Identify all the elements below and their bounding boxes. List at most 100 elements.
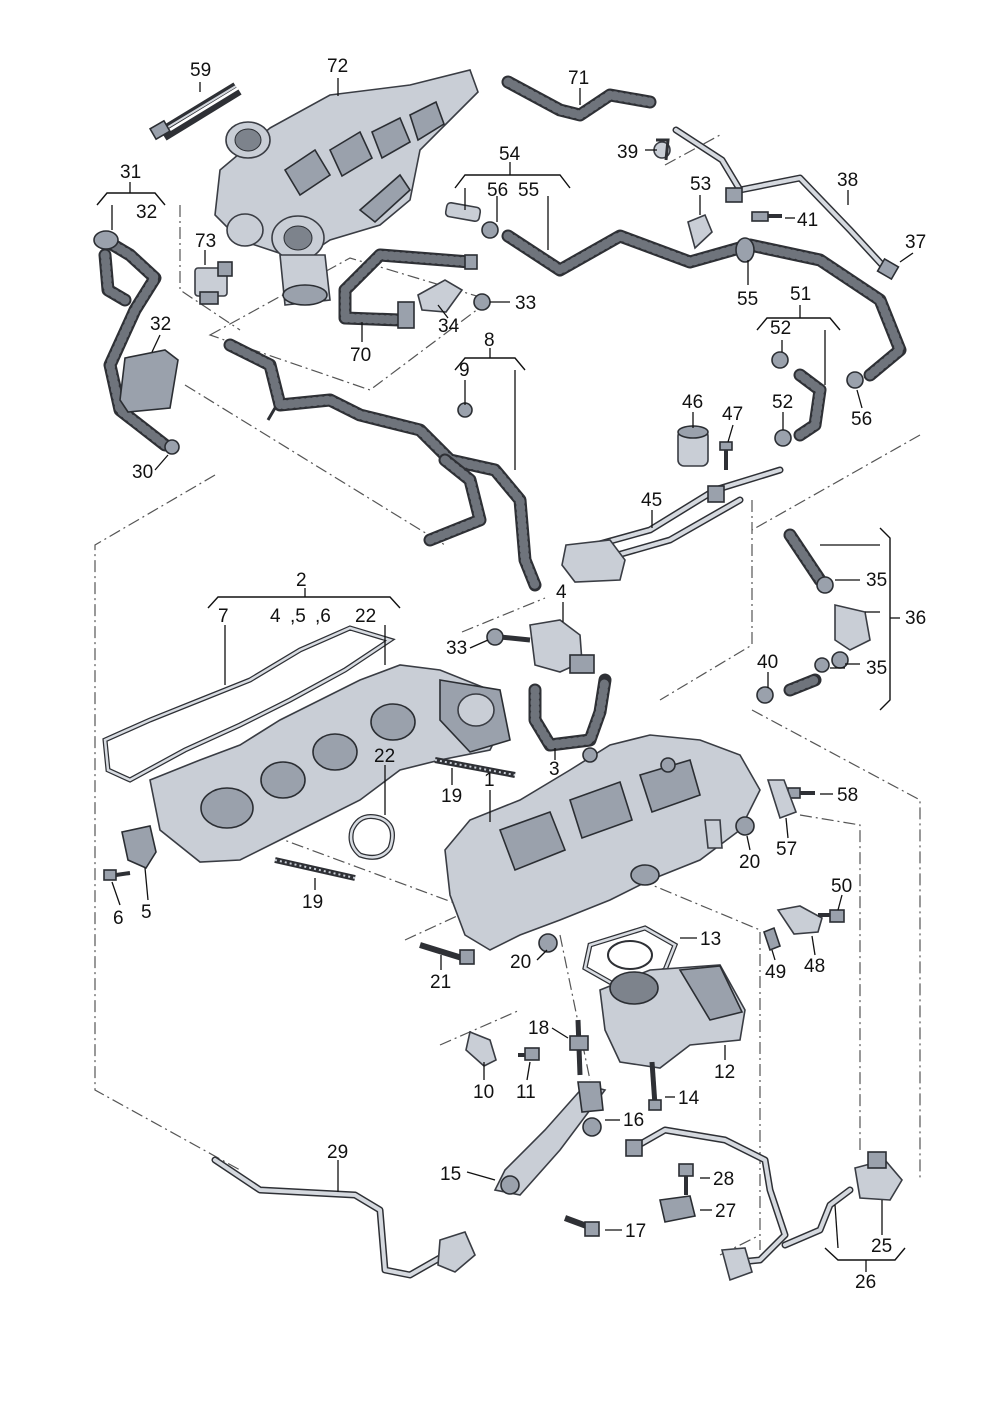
label-27: 27 bbox=[715, 1201, 736, 1222]
part-31-hose bbox=[93, 230, 180, 455]
label-28: 28 bbox=[713, 1169, 734, 1190]
label-21: 21 bbox=[430, 972, 451, 993]
label-5: 5 bbox=[141, 902, 152, 923]
label-22-group: 22 bbox=[355, 606, 376, 627]
label-9: 9 bbox=[459, 360, 470, 381]
part-48-sensor bbox=[776, 905, 823, 935]
label-4: 4 bbox=[556, 582, 567, 603]
label-41: 41 bbox=[797, 210, 818, 231]
part-15-bracket bbox=[493, 1081, 607, 1196]
part-32-bracket bbox=[119, 349, 179, 413]
label-59: 59 bbox=[190, 60, 211, 81]
label-26: 26 bbox=[855, 1272, 876, 1293]
label-6: 6 bbox=[113, 908, 124, 929]
label-46: 46 bbox=[682, 392, 703, 413]
part-2-intake-manifold bbox=[149, 664, 511, 863]
part-18-stud bbox=[569, 1019, 589, 1076]
part-19-stud bbox=[274, 757, 516, 881]
part-71-hose bbox=[501, 75, 657, 122]
part-7-gasket bbox=[102, 625, 396, 783]
label-25: 25 bbox=[871, 1236, 892, 1257]
label-38: 38 bbox=[837, 170, 858, 191]
part-11-bolt bbox=[518, 1047, 540, 1061]
label-35-bottom: 35 bbox=[866, 658, 887, 679]
part-34-valve bbox=[417, 279, 464, 313]
label-20-center: 20 bbox=[510, 952, 531, 973]
label-12: 12 bbox=[714, 1062, 735, 1083]
label-52-mid: 52 bbox=[772, 392, 793, 413]
label-70: 70 bbox=[350, 345, 371, 366]
label-57: 57 bbox=[776, 839, 797, 860]
part-47-bolt bbox=[719, 441, 733, 470]
label-73: 73 bbox=[195, 231, 216, 252]
label-10: 10 bbox=[473, 1082, 494, 1103]
part-55-clamp bbox=[735, 237, 755, 263]
callout-labels: 59 72 71 39 54 56 55 53 38 41 37 55 31 3… bbox=[113, 56, 926, 1293]
part-39-clamp bbox=[653, 138, 671, 161]
part-57-bracket bbox=[766, 779, 798, 820]
label-32-mid: 32 bbox=[150, 314, 171, 335]
label-72: 72 bbox=[327, 56, 348, 77]
label-36: 36 bbox=[905, 608, 926, 629]
label-3: 3 bbox=[549, 759, 560, 780]
part-16-nut bbox=[582, 1117, 602, 1137]
label-37: 37 bbox=[905, 232, 926, 253]
label-49: 49 bbox=[765, 962, 786, 983]
label-58: 58 bbox=[837, 785, 858, 806]
part-49-clip bbox=[763, 926, 781, 952]
part-5-sensor bbox=[121, 825, 157, 870]
label-40: 40 bbox=[757, 652, 778, 673]
part-59-clip bbox=[148, 82, 242, 141]
label-7: 7 bbox=[218, 606, 229, 627]
label-19-upper: 19 bbox=[441, 786, 462, 807]
label-8: 8 bbox=[484, 330, 495, 351]
label-30: 30 bbox=[132, 462, 153, 483]
label-48: 48 bbox=[804, 956, 825, 977]
part-6-bolt bbox=[103, 869, 131, 881]
label-39: 39 bbox=[617, 142, 638, 163]
part-28-bolt bbox=[678, 1163, 694, 1195]
part-51-hose bbox=[771, 351, 864, 447]
label-33-mid: 33 bbox=[446, 638, 467, 659]
part-17-bolt bbox=[563, 1215, 600, 1237]
assembly-lines bbox=[94, 134, 921, 1256]
part-29-pipe bbox=[211, 1156, 476, 1279]
part-12-throttle-body bbox=[599, 964, 746, 1069]
label-29: 29 bbox=[327, 1142, 348, 1163]
label-33-top: 33 bbox=[515, 293, 536, 314]
part-27-clip bbox=[659, 1195, 696, 1223]
label-15: 15 bbox=[440, 1164, 461, 1185]
label-14: 14 bbox=[678, 1088, 700, 1109]
part-20-nut bbox=[538, 816, 755, 953]
part-41-bolt bbox=[751, 211, 782, 222]
label-56-top: 56 bbox=[487, 180, 508, 201]
label-56-right: 56 bbox=[851, 409, 872, 430]
label-1: 1 bbox=[484, 770, 495, 791]
label-19-lower: 19 bbox=[302, 892, 323, 913]
label-32-top: 32 bbox=[136, 202, 157, 223]
part-1-intake-manifold bbox=[444, 734, 761, 951]
part-22-gasket-ring bbox=[348, 814, 395, 860]
part-10-sensor bbox=[465, 1030, 497, 1067]
label-18: 18 bbox=[528, 1018, 549, 1039]
label-51: 51 bbox=[790, 284, 811, 305]
label-16: 16 bbox=[623, 1110, 644, 1131]
label-50: 50 bbox=[831, 876, 852, 897]
label-53: 53 bbox=[690, 174, 711, 195]
part-4-valve bbox=[486, 619, 595, 674]
part-21-bolt bbox=[419, 942, 475, 965]
part-26-pipe-assembly bbox=[625, 1126, 854, 1282]
label-35-top: 35 bbox=[866, 570, 887, 591]
label-5-group: ,5 bbox=[290, 606, 306, 627]
leader-lines bbox=[96, 78, 914, 1272]
part-25-valve bbox=[854, 1151, 903, 1201]
label-55-mid: 55 bbox=[737, 289, 758, 310]
label-22: 22 bbox=[374, 746, 395, 767]
part-3-hose bbox=[528, 673, 612, 752]
label-4-group: 4 bbox=[270, 606, 281, 627]
label-54: 54 bbox=[499, 144, 521, 165]
label-47: 47 bbox=[722, 404, 743, 425]
part-50-bolt bbox=[818, 909, 845, 923]
